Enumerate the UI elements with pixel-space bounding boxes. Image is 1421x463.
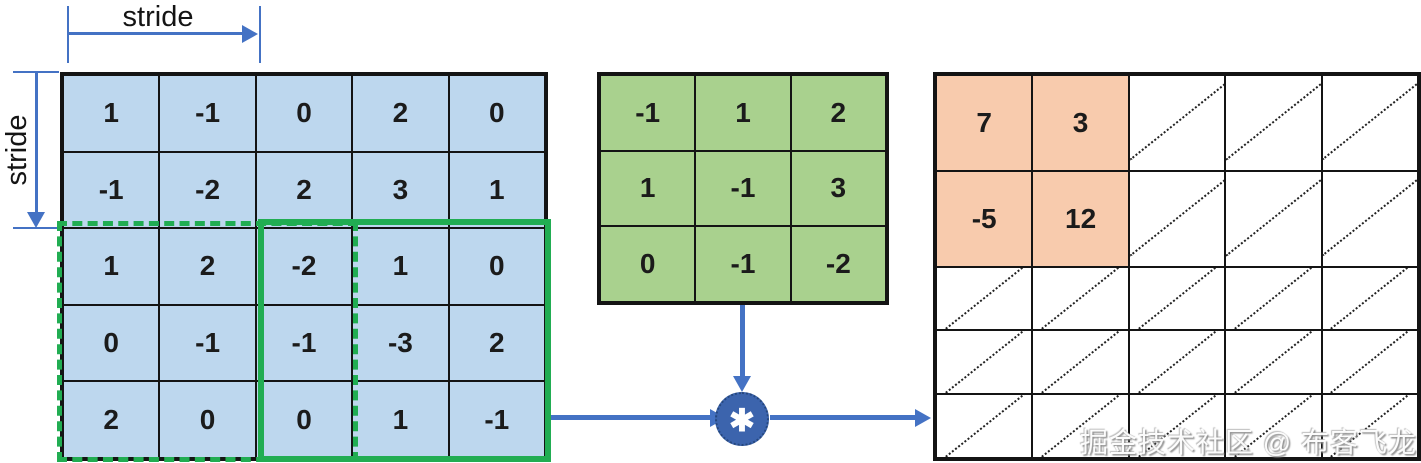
input-cell-r4c5: 2 xyxy=(448,304,545,382)
output-cell-r1c5 xyxy=(1321,75,1418,171)
output-cell-r3c3 xyxy=(1128,266,1226,331)
output-cell-r3c1 xyxy=(936,266,1033,331)
kernel-cell-r1c2: 1 xyxy=(695,75,791,151)
output-cell-r1c1: 7 xyxy=(936,75,1033,171)
kernel-cell-r1c1: -1 xyxy=(600,75,696,151)
stride-tick-left-bottom xyxy=(13,227,59,229)
input-cell-r3c1: 1 xyxy=(63,228,160,305)
output-cell-r3c2 xyxy=(1032,266,1129,331)
output-cell-r4c1 xyxy=(936,330,1033,395)
stride-arrowhead-down-icon xyxy=(27,212,45,228)
kernel-cell-r2c2: -1 xyxy=(695,150,791,227)
input-cell-r4c1: 0 xyxy=(63,304,160,382)
kernel-cell-r3c2: -1 xyxy=(695,226,791,302)
input-cell-r5c2: 0 xyxy=(159,381,256,458)
stride-arrow-line-top xyxy=(68,32,246,35)
stride-label-left: stride xyxy=(1,114,33,186)
arrow-operator-to-output xyxy=(770,415,917,420)
output-cell-r2c4 xyxy=(1225,170,1322,267)
input-cell-r3c2: 2 xyxy=(159,228,256,305)
stride-tick-top-right xyxy=(259,6,261,63)
output-cell-r4c5 xyxy=(1321,330,1418,395)
input-cell-r5c1: 2 xyxy=(63,381,160,458)
output-cell-r3c4 xyxy=(1225,266,1322,331)
output-cell-r4c3 xyxy=(1128,330,1226,395)
output-cell-r1c4 xyxy=(1225,75,1322,171)
input-cell-r1c3: 0 xyxy=(255,75,353,152)
input-cell-r4c3: -1 xyxy=(255,304,353,382)
arrowhead-into-output-icon xyxy=(915,408,931,427)
arrowhead-kernel-down-icon xyxy=(733,376,751,392)
output-cell-r1c3 xyxy=(1128,75,1226,171)
convolution-operator-badge: ✱ xyxy=(715,392,769,446)
kernel-cell-r3c3: -2 xyxy=(790,226,886,302)
input-cell-r1c4: 2 xyxy=(352,75,449,152)
stride-arrow-line-left xyxy=(35,72,38,214)
stride-arrowhead-right-icon xyxy=(242,24,258,43)
input-cell-r2c5: 1 xyxy=(448,151,545,229)
arrow-kernel-to-operator xyxy=(740,305,745,378)
previous-window-dashed-rect xyxy=(57,221,358,462)
kernel-cell-r1c3: 2 xyxy=(790,75,886,151)
output-cell-r2c1: -5 xyxy=(936,170,1033,267)
input-cell-r2c1: -1 xyxy=(63,151,160,229)
arrow-input-to-operator xyxy=(551,415,713,420)
output-cell-r5c3 xyxy=(1128,394,1226,458)
output-cell-r2c3 xyxy=(1128,170,1226,267)
output-cell-r2c2: 12 xyxy=(1032,170,1129,267)
input-cell-r5c3: 0 xyxy=(255,381,353,458)
input-cell-r4c4: -3 xyxy=(352,304,449,382)
output-cell-r4c4 xyxy=(1225,330,1322,395)
input-cell-r1c2: -1 xyxy=(159,75,256,152)
current-window-solid-rect xyxy=(258,219,551,462)
output-cell-r4c2 xyxy=(1032,330,1129,395)
kernel-cell-r2c3: 3 xyxy=(790,150,886,227)
stride-tick-top-left xyxy=(67,6,69,63)
input-cell-r2c2: -2 xyxy=(159,151,256,229)
input-cell-r3c5: 0 xyxy=(448,228,545,305)
input-cell-r5c5: -1 xyxy=(448,381,545,458)
output-cell-r1c2: 3 xyxy=(1032,75,1129,171)
watermark-text: 掘金技术社区 @ 布客飞龙 xyxy=(1080,427,1417,458)
output-cell-r5c1 xyxy=(936,394,1033,458)
input-cell-r1c1: 1 xyxy=(63,75,160,152)
input-cell-r2c4: 3 xyxy=(352,151,449,229)
input-cell-r4c2: -1 xyxy=(159,304,256,382)
output-cell-r5c4 xyxy=(1225,394,1322,458)
asterisk-icon: ✱ xyxy=(729,402,755,438)
input-cell-r1c5: 0 xyxy=(448,75,545,152)
stride-label-top: stride xyxy=(122,1,194,33)
input-cell-r3c4: 1 xyxy=(352,228,449,305)
input-cell-r3c3: -2 xyxy=(255,228,353,305)
output-cell-r5c5 xyxy=(1321,394,1418,458)
kernel-cell-r2c1: 1 xyxy=(600,150,696,227)
kernel-cell-r3c1: 0 xyxy=(600,226,696,302)
output-cell-r2c5 xyxy=(1321,170,1418,267)
input-cell-r5c4: 1 xyxy=(352,381,449,458)
output-cell-r3c5 xyxy=(1321,266,1418,331)
output-cell-r5c2 xyxy=(1032,394,1129,458)
input-cell-r2c3: 2 xyxy=(255,151,353,229)
